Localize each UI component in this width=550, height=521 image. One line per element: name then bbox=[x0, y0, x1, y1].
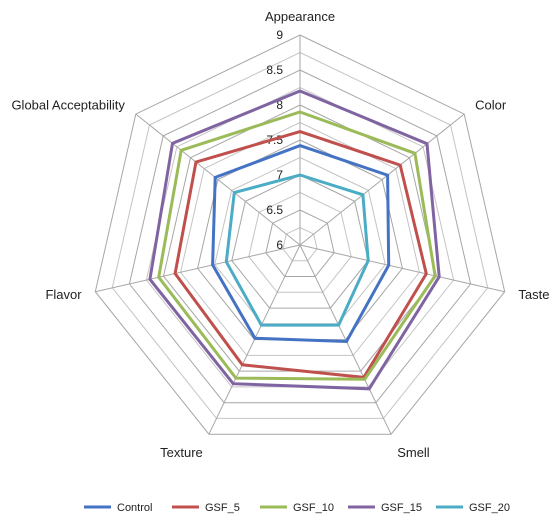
tick-label: 8 bbox=[276, 98, 283, 112]
axis-spoke bbox=[95, 244, 301, 293]
grid-ring bbox=[282, 226, 318, 262]
legend-label: Control bbox=[117, 502, 152, 514]
axis-label: Global Acceptability bbox=[11, 97, 125, 112]
legend-item: GSF_10 bbox=[260, 502, 334, 514]
legend-item: GSF_20 bbox=[436, 502, 510, 514]
axis-spoke bbox=[299, 113, 465, 246]
legend-label: GSF_10 bbox=[293, 502, 334, 514]
series-line bbox=[211, 144, 391, 344]
tick-label: 7 bbox=[276, 168, 283, 182]
axis-label: Appearance bbox=[265, 9, 335, 24]
legend-item: GSF_5 bbox=[172, 502, 240, 514]
grid-ring bbox=[248, 191, 352, 293]
axis-label: Color bbox=[475, 97, 507, 112]
axis-spoke bbox=[299, 244, 392, 435]
tick-label: 9 bbox=[276, 28, 283, 42]
grid-ring bbox=[94, 34, 506, 435]
axis-label: Texture bbox=[160, 445, 203, 460]
axis-spoke bbox=[135, 113, 301, 246]
axis-label: Taste bbox=[518, 287, 549, 302]
grid-ring bbox=[265, 209, 335, 277]
legend: Control GSF_5 GSF_10 GSF_15 GSF_20 bbox=[84, 502, 510, 514]
tick-label: 8.5 bbox=[266, 63, 283, 77]
tick-label: 6 bbox=[276, 238, 283, 252]
grid-ring bbox=[180, 121, 420, 356]
series-line bbox=[157, 110, 437, 381]
axis-label: Smell bbox=[397, 445, 430, 460]
tick-label: 6.5 bbox=[266, 203, 283, 217]
series-line bbox=[173, 130, 428, 379]
legend-item: Control bbox=[84, 502, 152, 514]
axis-label: Flavor bbox=[45, 287, 82, 302]
legend-label: GSF_5 bbox=[205, 502, 240, 514]
legend-label: GSF_20 bbox=[469, 502, 510, 514]
grid-ring bbox=[128, 69, 472, 404]
series-line bbox=[224, 173, 370, 327]
legend-item: GSF_15 bbox=[348, 502, 422, 514]
series-line bbox=[148, 89, 441, 391]
series-layer bbox=[148, 89, 441, 391]
grid-ring bbox=[231, 174, 369, 309]
legend-label: GSF_15 bbox=[381, 502, 422, 514]
grid-ring bbox=[111, 51, 489, 419]
axis-spoke bbox=[299, 244, 505, 293]
